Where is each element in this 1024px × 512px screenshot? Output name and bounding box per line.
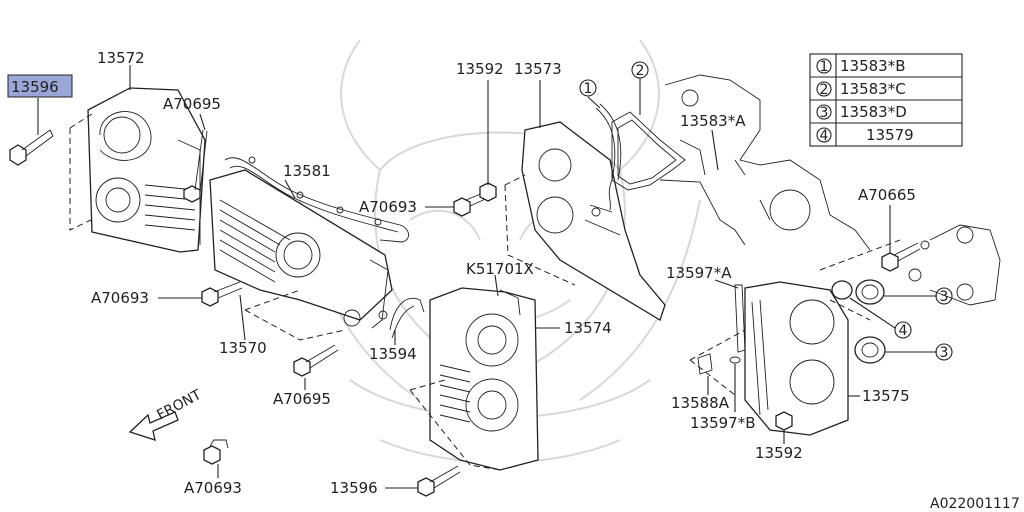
callout-3a-number: 3 [940,289,949,305]
leader-13570 [239,294,246,341]
legend-num-4: 4 [820,128,829,144]
label-13583a: 13583*A [680,112,746,130]
bolt-a70693-left[interactable] [201,281,243,307]
bolt-a70695-bottom[interactable] [293,344,339,377]
label-13597b: 13597*B [690,414,756,432]
label-13574: 13574 [564,319,612,337]
callout-1-number: 1 [584,81,593,97]
legend-part-4: 13579 [866,126,914,144]
leader-13581 [284,179,296,199]
leader-callout-1 [587,96,601,109]
label-front: FRONT [154,387,204,424]
bolt-13596-top[interactable] [9,129,54,166]
engine-block-sketch [664,74,871,251]
legend-num-1: 1 [820,59,829,75]
label-13596-bottom: 13596 [330,479,378,497]
label-13596-top[interactable]: 13596 [11,78,59,96]
inner-cover-13570[interactable] [209,169,393,329]
legend-part-3: 13583*D [840,103,907,121]
label-a70665: A70665 [858,186,916,204]
seal-callout-3b[interactable] [854,336,886,364]
bolt-a70695-top[interactable] [183,129,208,203]
label-a70693-left: A70693 [91,289,149,307]
gasket-callout-2[interactable] [611,111,746,246]
label-13573: 13573 [514,60,562,78]
right-engine-sketch [819,224,1001,321]
label-13597a: 13597*A [666,264,732,282]
legend-num-2: 2 [820,82,829,98]
leader-a70695-top [199,113,206,131]
label-13570: 13570 [219,339,267,357]
label-a70695-top: A70695 [163,95,221,113]
legend-part-2: 13583*C [840,80,906,98]
label-13575: 13575 [862,387,910,405]
callout-circle-1 [579,79,597,97]
front-arrow [128,411,179,441]
leader-13572-dash [69,111,96,231]
label-13594: 13594 [369,345,417,363]
leader-13573-dash [504,174,576,286]
callout-4-number: 4 [899,323,908,339]
label-13588a: 13588A [671,394,730,412]
bolt-13592-bottom[interactable] [775,411,793,431]
bolt-a70693-bottom[interactable] [203,439,229,465]
label-13572: 13572 [97,49,145,67]
label-a70693-bottom: A70693 [184,479,242,497]
callout-circle-2 [631,61,649,79]
leader-k51701x [494,274,499,297]
callout-circle-4 [894,321,912,339]
gasket-13597a[interactable] [734,284,746,353]
cover-13575[interactable] [744,281,849,436]
gasket-13597b[interactable] [729,356,741,364]
legend-table [809,53,963,147]
highlight-box-13596 [7,74,73,98]
label-k51701x: K51701X [466,260,534,278]
callout-circle-3a [935,287,953,305]
belt-cover-13573[interactable] [521,121,666,321]
label-13581: 13581 [283,162,331,180]
callout-2-number: 2 [636,63,645,79]
reference-code: A022001117 [930,496,1020,512]
seal-callout-3a[interactable] [855,279,885,305]
seal-callout-4[interactable] [831,280,853,300]
bracket-13588a[interactable] [689,329,746,396]
label-a70693-mid: A70693 [359,198,417,216]
leader-13597a [714,279,739,289]
callout-circle-3b [935,343,953,361]
legend-num-3: 3 [820,105,829,121]
outer-cover-13572[interactable] [87,87,206,253]
bolt-a70693-mid[interactable] [453,189,493,217]
leader-callout-4 [849,297,896,329]
callout-3b-number: 3 [940,345,949,361]
bracket-13594[interactable] [378,297,425,339]
bolt-13592-top[interactable] [479,182,497,202]
gasket-13581[interactable] [224,156,409,243]
bolt-a70665[interactable] [881,242,921,272]
label-a70695-bottom: A70695 [273,390,331,408]
leader-13570-dash [244,289,346,341]
label-13592-top: 13592 [456,60,504,78]
bolt-13596-bottom[interactable] [417,465,461,497]
legend-part-1: 13583*B [840,57,906,75]
leader-13574-dash [409,379,501,471]
label-13592-bottom: 13592 [755,444,803,462]
cover-13574[interactable] [429,287,539,471]
leader-13583a [711,129,719,171]
